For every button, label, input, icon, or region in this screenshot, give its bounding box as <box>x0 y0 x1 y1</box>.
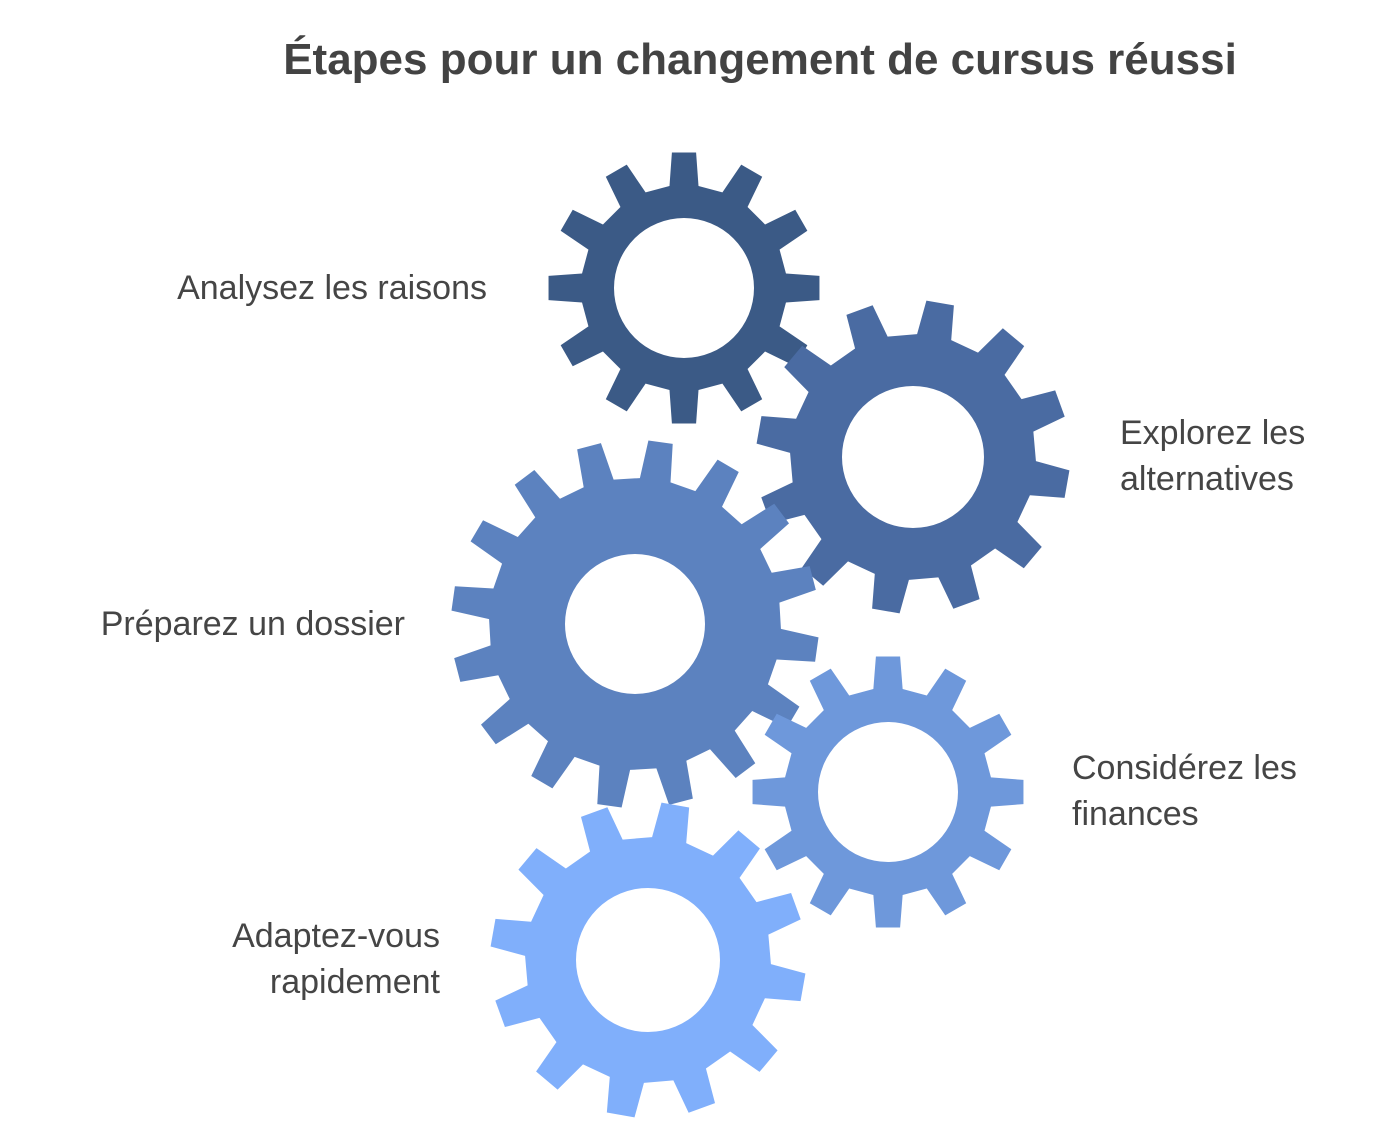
step-label-explore-line-1: Explorez les <box>1120 414 1306 452</box>
step-label-adapt: Adaptez-vous rapidement <box>40 913 440 1005</box>
step-label-finances-line-1: Considérez les <box>1072 749 1297 787</box>
step-label-adapt-line-2: rapidement <box>269 963 440 1001</box>
step-label-prepare-line-1: Préparez un dossier <box>100 605 405 643</box>
gear-prepare-icon <box>451 440 819 808</box>
gear-finances-icon <box>752 656 1024 928</box>
gear-explore-icon <box>756 300 1070 614</box>
step-label-explore: Explorez les alternatives <box>1120 410 1305 502</box>
step-label-analyze: Analysez les raisons <box>40 265 487 311</box>
page-title: Étapes pour un changement de cursus réus… <box>283 35 1237 84</box>
step-label-analyze-line-1: Analysez les raisons <box>177 269 487 307</box>
step-label-finances: Considérez les finances <box>1072 745 1297 837</box>
step-label-explore-line-2: alternatives <box>1120 460 1294 498</box>
gear-adapt-icon <box>490 802 806 1118</box>
gear-analyze-icon <box>548 152 820 424</box>
step-label-finances-line-2: finances <box>1072 795 1199 833</box>
step-label-adapt-line-1: Adaptez-vous <box>232 917 440 955</box>
step-label-prepare: Préparez un dossier <box>20 601 405 647</box>
